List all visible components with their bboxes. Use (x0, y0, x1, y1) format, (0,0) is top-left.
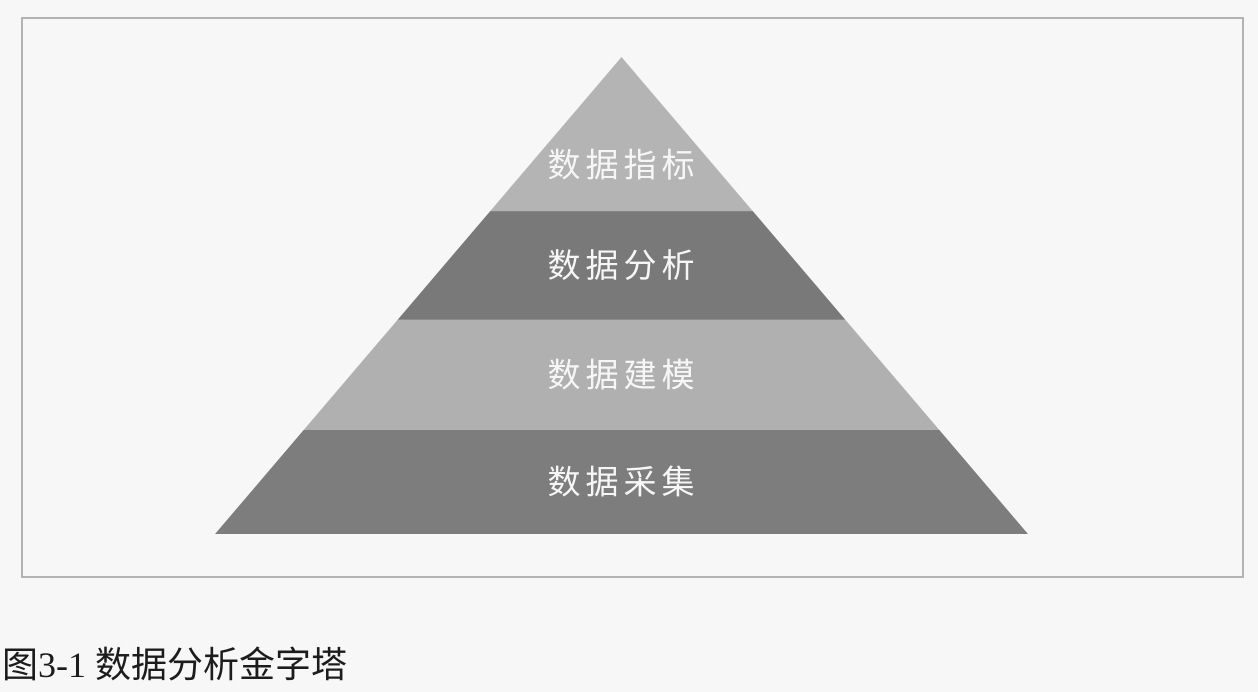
figure-frame (21, 17, 1244, 578)
figure-caption: 图3-1 数据分析金字塔 (2, 645, 347, 685)
